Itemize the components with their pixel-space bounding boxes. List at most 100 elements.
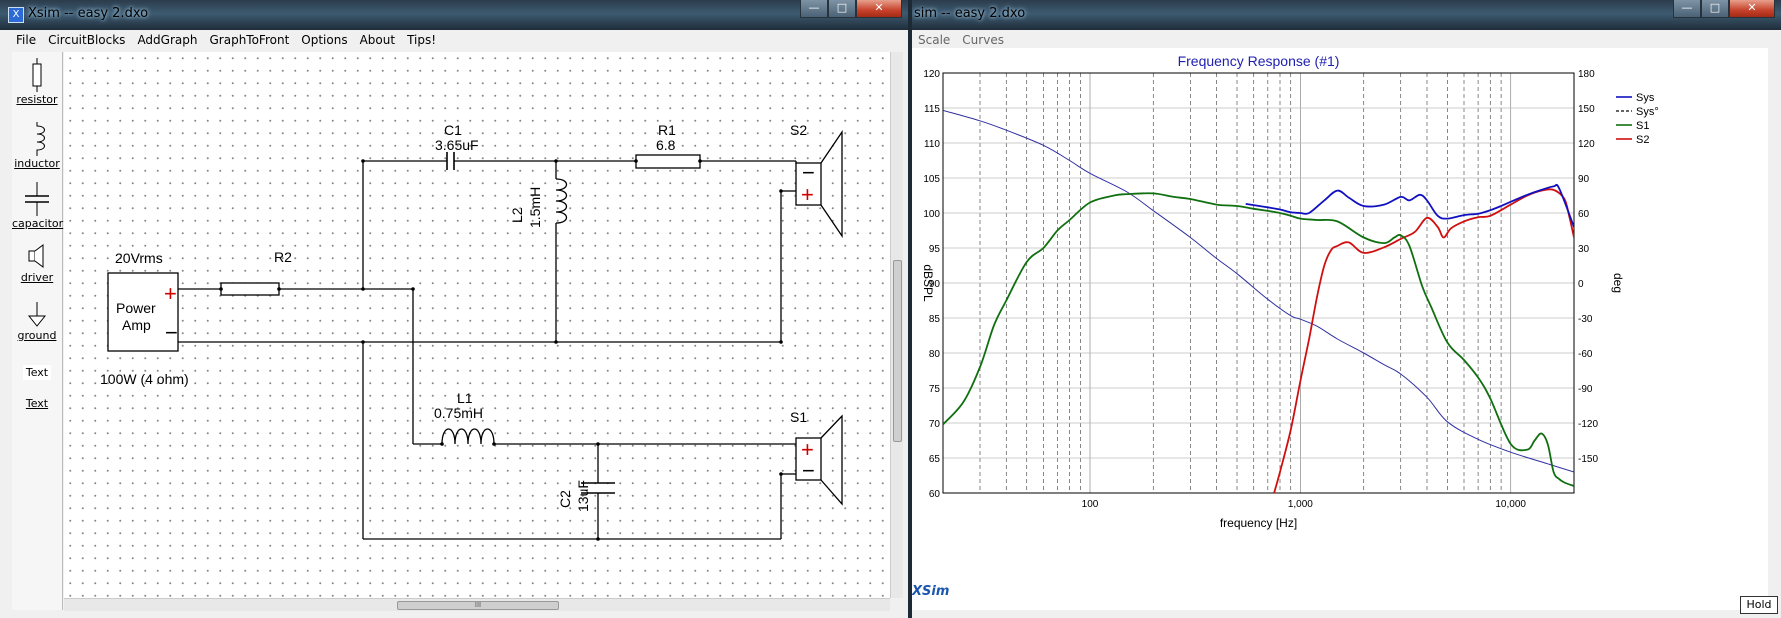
r2-resistor[interactable] xyxy=(220,282,280,296)
xsim-brand: XSim xyxy=(912,584,950,599)
inductor-icon xyxy=(36,122,45,156)
menu-addgraph[interactable]: AddGraph xyxy=(137,33,198,47)
l2-name: L2 xyxy=(509,207,525,223)
y2-tick-label: 150 xyxy=(1578,104,1595,115)
menu-about[interactable]: About xyxy=(359,33,396,47)
y2-tick-label: -120 xyxy=(1578,419,1598,430)
palette-capacitor-label: capacitor xyxy=(12,217,64,230)
palette-resistor-label: resistor xyxy=(16,93,58,106)
r1-resistor[interactable] xyxy=(635,154,701,169)
y-tick-label: 120 xyxy=(923,69,940,80)
y-tick-label: 65 xyxy=(929,454,941,465)
vertical-scrollbar[interactable] xyxy=(890,52,903,598)
graph-area: Frequency Response (#1)frequency [Hz]dBS… xyxy=(912,48,1768,610)
graph-title-bar[interactable]: sim -- easy 2.dxo — □ ✕ xyxy=(912,0,1781,30)
palette-text[interactable]: Text xyxy=(12,365,62,380)
graph-minimize-button[interactable]: — xyxy=(1673,0,1701,18)
series-line-sys xyxy=(1245,183,1574,228)
palette-ground[interactable]: ground xyxy=(12,300,62,342)
s2-driver[interactable] xyxy=(795,162,822,206)
caption-buttons: — □ ✕ xyxy=(800,0,902,20)
vertical-scroll-thumb[interactable] xyxy=(893,260,902,442)
palette-text-underlined-label: Text xyxy=(25,397,49,410)
x-tick-label: 10,000 xyxy=(1495,499,1526,510)
y-axis-label-right: deg xyxy=(1611,273,1625,293)
palette-capacitor[interactable]: capacitor xyxy=(12,182,64,230)
y-tick-label: 115 xyxy=(924,104,940,115)
menu-file[interactable]: File xyxy=(16,33,37,47)
amp-rating-label: 100W (4 ohm) xyxy=(100,371,189,387)
palette-driver-label: driver xyxy=(20,271,54,284)
menu-scale[interactable]: Scale xyxy=(918,33,951,47)
amp-name-line2: Amp xyxy=(122,317,151,333)
l1-value: 0.75mH xyxy=(434,405,483,421)
palette-driver[interactable]: driver xyxy=(12,242,62,284)
power-amp-block[interactable] xyxy=(107,272,179,352)
menu-options[interactable]: Options xyxy=(301,33,348,47)
y2-tick-label: 90 xyxy=(1578,174,1590,185)
amp-plus-sign: + xyxy=(164,281,177,306)
y2-tick-label: -150 xyxy=(1578,454,1598,465)
y2-tick-label: -90 xyxy=(1578,384,1593,395)
frequency-response-window: sim -- easy 2.dxo — □ ✕ Scale Curves Fre… xyxy=(912,0,1781,618)
schematic-canvas[interactable]: 20Vrms Power Amp 100W (4 ohm) R2 C1 3.65… xyxy=(64,52,890,598)
palette-text-underlined[interactable]: Text xyxy=(12,396,62,410)
series-line-s2 xyxy=(1273,188,1574,493)
window-title: Xsim -- easy 2.dxo xyxy=(28,6,149,21)
graph-menu-bar: Scale Curves xyxy=(912,30,1771,50)
horizontal-scrollbar[interactable]: III xyxy=(64,598,890,611)
plot-frame xyxy=(942,72,1575,494)
close-button[interactable]: ✕ xyxy=(856,0,902,18)
graph-close-button[interactable]: ✕ xyxy=(1729,0,1775,18)
c1-name: C1 xyxy=(444,122,462,138)
minimize-button[interactable]: — xyxy=(800,0,828,18)
graph-maximize-button[interactable]: □ xyxy=(1701,0,1729,18)
title-bar[interactable]: X Xsim -- easy 2.dxo — □ ✕ xyxy=(0,0,908,30)
s1-minus-sign: − xyxy=(802,458,815,483)
schematic-drawing: 20Vrms Power Amp 100W (4 ohm) R2 C1 3.65… xyxy=(100,122,843,541)
legend-label: Sys° xyxy=(1636,106,1659,118)
maximize-button[interactable]: □ xyxy=(828,0,856,18)
capacitor-icon xyxy=(25,182,49,216)
amp-minus-sign: − xyxy=(165,320,178,345)
palette-resistor[interactable]: resistor xyxy=(12,58,62,106)
y2-tick-label: 0 xyxy=(1578,279,1584,290)
y2-tick-label: 120 xyxy=(1578,139,1595,150)
c2-value: 13uF xyxy=(575,480,591,512)
s1-plus-sign: + xyxy=(801,437,814,462)
y-axis-label-left: dBSPL xyxy=(921,264,935,302)
horizontal-scroll-thumb[interactable]: III xyxy=(397,601,559,610)
s1-name: S1 xyxy=(790,409,807,425)
amp-name-line1: Power xyxy=(116,300,156,316)
ground-icon xyxy=(27,302,47,327)
legend-label: S2 xyxy=(1636,134,1649,146)
menu-tips[interactable]: Tips! xyxy=(407,33,437,47)
s2-name: S2 xyxy=(790,122,807,138)
y-tick-label: 85 xyxy=(929,314,941,325)
amp-voltage-label: 20Vrms xyxy=(115,250,163,266)
component-palette: resistor inductor capacitor driver groun… xyxy=(12,52,63,610)
graph-caption-buttons: — □ ✕ xyxy=(1673,0,1775,20)
c1-value: 3.65uF xyxy=(435,137,479,153)
y2-tick-label: 180 xyxy=(1578,69,1595,80)
menu-curves[interactable]: Curves xyxy=(962,33,1004,47)
y2-tick-label: 60 xyxy=(1578,209,1590,220)
s1-driver[interactable] xyxy=(795,437,822,481)
y2-tick-label: 30 xyxy=(1578,244,1590,255)
r1-value: 6.8 xyxy=(656,137,676,153)
app-icon: X xyxy=(8,7,24,23)
y-tick-label: 95 xyxy=(929,244,941,255)
y2-tick-label: -60 xyxy=(1578,349,1593,360)
menu-graphtofront[interactable]: GraphToFront xyxy=(209,33,290,47)
y-tick-label: 60 xyxy=(929,489,941,500)
palette-text-label: Text xyxy=(22,365,52,380)
frequency-response-chart[interactable]: Frequency Response (#1)frequency [Hz]dBS… xyxy=(912,48,1768,610)
palette-inductor[interactable]: inductor xyxy=(12,122,62,170)
l1-inductor[interactable] xyxy=(441,428,495,445)
graph-window-title: sim -- easy 2.dxo xyxy=(914,6,1026,21)
l2-value: 1.5mH xyxy=(527,187,543,228)
hold-button[interactable]: Hold xyxy=(1740,596,1778,614)
l2-inductor[interactable] xyxy=(555,178,568,224)
s2-minus-sign: − xyxy=(802,160,815,185)
menu-circuitblocks[interactable]: CircuitBlocks xyxy=(48,33,126,47)
